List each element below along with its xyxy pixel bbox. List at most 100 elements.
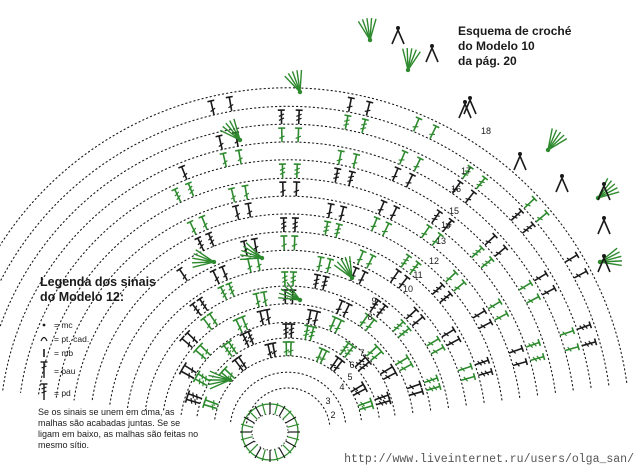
stitch-top-bar [239, 331, 247, 337]
stitch-column [494, 310, 510, 321]
stitch-top-bar [528, 279, 534, 287]
stitch-top-bar [192, 347, 199, 354]
picot-dot [602, 182, 606, 186]
stitch-stem [329, 317, 337, 331]
stitch-cross [463, 376, 469, 382]
center-stitch [274, 402, 279, 415]
stitch-cross [432, 385, 438, 391]
stitch-cross [367, 351, 374, 355]
stitch-top-bar [369, 397, 374, 405]
stitch-cross [228, 285, 234, 291]
stitch-cross [287, 349, 294, 353]
stitch-column [346, 96, 355, 112]
stitch-stem [332, 360, 343, 373]
fan-stitch [192, 261, 215, 264]
stitch-column [526, 293, 542, 304]
stitch-top-bar [176, 266, 183, 272]
legend-title: Legenda dos sinais do Modelo 12: [40, 275, 156, 305]
stitch-cross [182, 273, 187, 280]
stitch-top-bar [382, 302, 389, 309]
stitch-cross [292, 225, 298, 229]
stitch-top-bar [202, 400, 206, 409]
stitch-stem [494, 312, 508, 321]
stitch-stem [431, 211, 441, 224]
stitch-column [446, 335, 462, 347]
stitch-stem [358, 271, 366, 285]
stitch-column [478, 318, 494, 330]
stitch-top-bar [352, 265, 360, 270]
stitch-stem [197, 237, 205, 252]
stitch-stem [180, 370, 194, 379]
stitch-cross [338, 214, 345, 217]
stitch-cross [201, 353, 204, 360]
stitch-column [429, 123, 440, 140]
stitch-column [409, 260, 422, 275]
stitch-stem [364, 319, 375, 332]
fan-stitch [225, 122, 241, 141]
stitch-cross [362, 363, 369, 367]
stitch-top-bar [195, 370, 201, 378]
legend-title-line: Legenda dos sinais [40, 275, 157, 289]
stitch-stem [317, 256, 322, 272]
fan-stitch [406, 48, 409, 71]
stitch-stem [374, 394, 389, 401]
fan-stitch [245, 242, 263, 259]
stitch-cross [359, 365, 366, 370]
fan-stitch [240, 254, 263, 259]
stitch-cross [396, 323, 403, 327]
stitch-top-bar [492, 232, 498, 239]
stitch-cross [192, 336, 196, 342]
stitch-column [354, 354, 369, 368]
stitch-cross [355, 362, 362, 366]
stitch-stem [315, 348, 323, 363]
stitch-column [383, 369, 399, 381]
row-number-label: 4 [339, 382, 344, 392]
stitch-cross [360, 127, 367, 130]
stitch-column [282, 341, 290, 357]
stitch-column [364, 100, 374, 116]
center-stitch [240, 423, 253, 428]
row-number-label: 17 [461, 166, 471, 176]
stitch-column [392, 318, 407, 332]
stitch-top-bar [189, 301, 196, 307]
stitch-stem [426, 338, 439, 347]
stitch-top-bar [206, 311, 214, 317]
stitch-stem [359, 314, 369, 327]
stitch-stem [256, 256, 261, 271]
stitch-stem [202, 317, 213, 331]
stitch-cross [472, 252, 479, 256]
stitch-column [277, 109, 285, 125]
stitch-column [232, 317, 243, 333]
stitch-top-bar [196, 296, 204, 302]
stitch-column [541, 284, 558, 296]
picot-stroke [425, 45, 439, 63]
stitch-top-bar [317, 255, 325, 259]
row-number-label: 2 [330, 410, 335, 420]
stitch-stem [405, 308, 417, 320]
stitch-top-bar [178, 164, 186, 169]
stitch-cross [296, 113, 302, 117]
stitch-stem [529, 355, 544, 362]
stitch-column [256, 309, 265, 326]
stitch-cross [283, 331, 289, 335]
stitch-cross [291, 243, 298, 247]
stitch-column [366, 343, 380, 357]
stitch-cross [377, 209, 384, 211]
stitch-stem [426, 385, 441, 392]
stitch-top-bar [194, 235, 202, 241]
stitch-cross [398, 283, 405, 286]
fan-stitch [229, 120, 241, 141]
fan-stitch [369, 18, 377, 41]
stitch-column [312, 309, 322, 326]
stitch-cross [431, 217, 438, 221]
stitch-top-bar [219, 151, 227, 156]
picot-dot [396, 26, 400, 30]
picot-dot [560, 174, 564, 178]
fan-stitch [209, 379, 231, 390]
stitch-top-bar [486, 356, 491, 364]
stitch-stem [464, 191, 475, 204]
picot-stroke [555, 175, 569, 193]
stitch-column [238, 314, 249, 331]
stitch-top-bar [469, 362, 474, 370]
stitch-cross [537, 216, 543, 221]
